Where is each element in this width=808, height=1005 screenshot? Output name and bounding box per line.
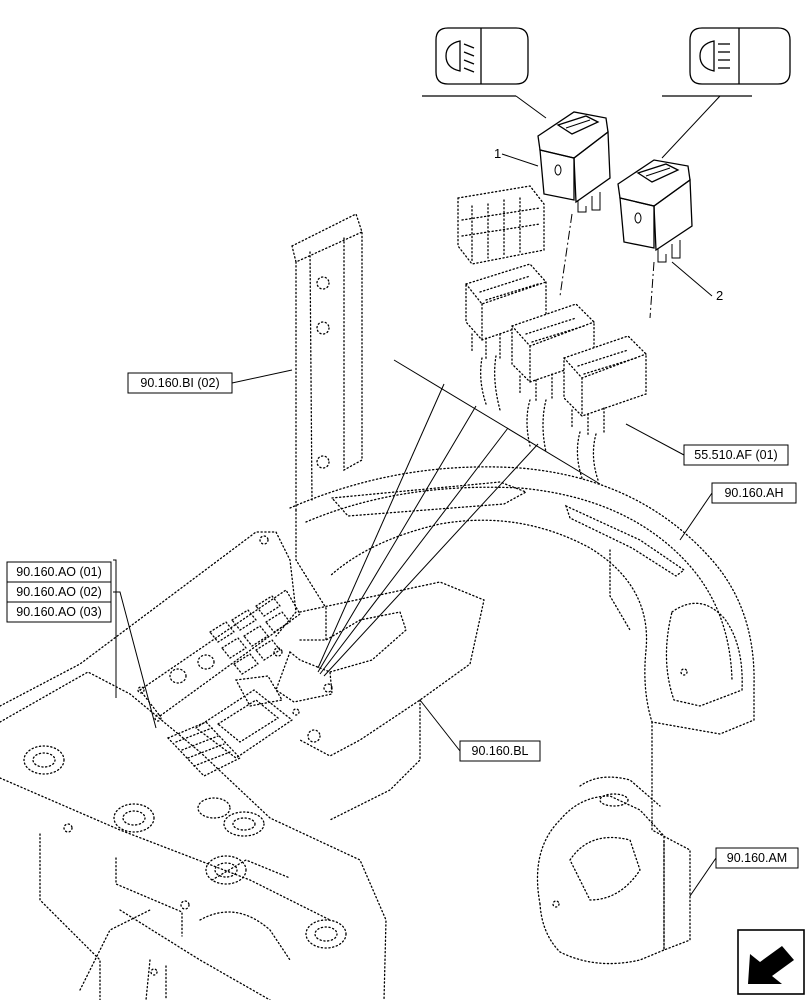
item-number-2: 2 xyxy=(716,288,723,303)
rocker-switch-1 xyxy=(537,111,611,213)
floor-hatch xyxy=(234,675,284,707)
callout-label-ao-03: 90.160.AO (03) xyxy=(16,605,101,619)
connector-back xyxy=(457,185,545,265)
svg-text:90.160.AH: 90.160.AH xyxy=(724,486,783,500)
svg-text:90.160.BI (02): 90.160.BI (02) xyxy=(140,376,219,390)
leader-lines xyxy=(317,359,601,677)
console-body xyxy=(194,581,485,821)
previous-page-arrow-icon[interactable] xyxy=(737,929,805,995)
left-side-panel xyxy=(0,531,301,722)
svg-text:90.160.AM: 90.160.AM xyxy=(727,851,787,865)
cab-frame-arch xyxy=(289,466,755,951)
callout-90-160-ah[interactable]: 90.160.AH xyxy=(679,482,797,541)
callout-group-90-160-ao: 90.160.AO (01) 90.160.AO (02) 90.160.AO … xyxy=(6,559,157,729)
item-number-1: 1 xyxy=(494,146,501,161)
callout-90-160-ao-03[interactable] xyxy=(6,601,112,623)
air-vents xyxy=(23,745,347,949)
callout-90-160-bi-02[interactable]: 90.160.BI (02) xyxy=(127,369,293,394)
svg-text:90.160.BL: 90.160.BL xyxy=(472,744,529,758)
dashboard xyxy=(0,671,387,1001)
callout-90-160-am[interactable]: 90.160.AM xyxy=(689,847,799,897)
callout-label-ao-01: 90.160.AO (01) xyxy=(16,565,101,579)
svg-text:55.510.AF (01): 55.510.AF (01) xyxy=(694,448,777,462)
headlight-main-beam-icon xyxy=(699,40,730,72)
callout-90-160-bl[interactable]: 90.160.BL xyxy=(419,699,541,762)
switch-symbol-panel-left xyxy=(422,27,547,119)
headlight-dipped-beam-icon xyxy=(445,40,475,73)
switch-cutouts xyxy=(169,595,291,684)
vent-grille xyxy=(166,721,242,777)
cab-post xyxy=(291,213,363,641)
callout-55-510-af-01[interactable]: 55.510.AF (01) xyxy=(625,423,789,466)
operator-seat xyxy=(536,776,665,965)
callout-label-ao-02: 90.160.AO (02) xyxy=(16,585,101,599)
connector-housing-3 xyxy=(563,335,647,481)
rocker-switch-2 xyxy=(617,159,693,263)
switch-symbol-panel-right xyxy=(661,27,791,159)
